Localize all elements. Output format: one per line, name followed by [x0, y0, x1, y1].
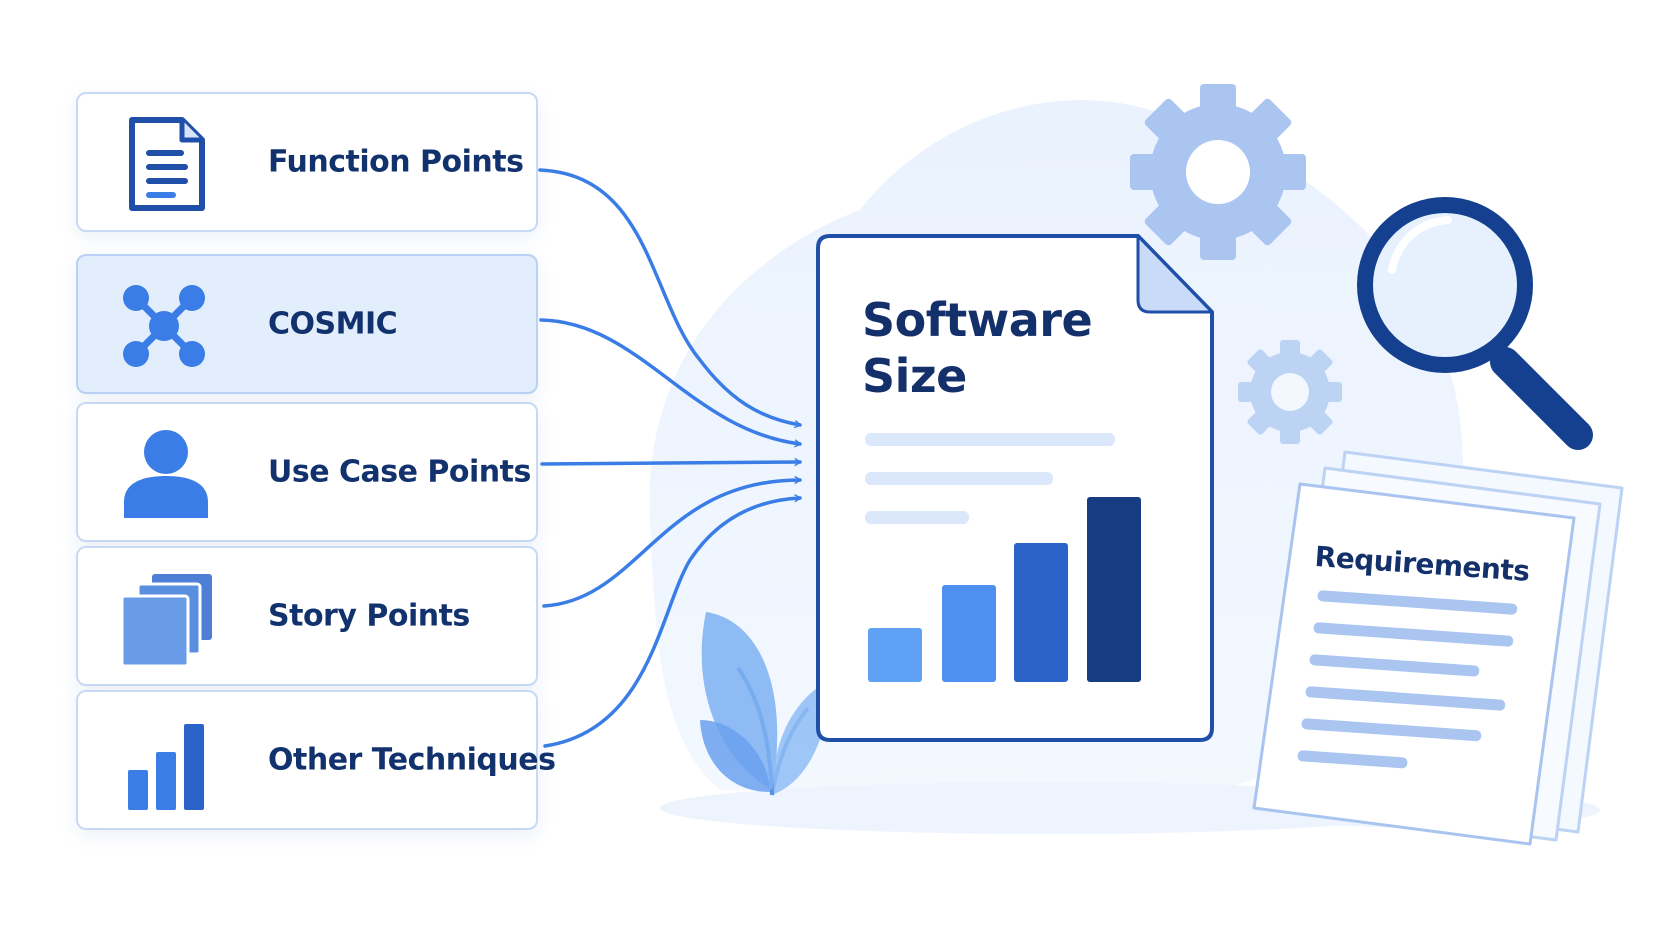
- user-icon: [112, 422, 216, 526]
- background-blob: [649, 100, 1463, 791]
- stacked-cards-icon: [112, 566, 216, 670]
- software-size-title: Software Size: [862, 292, 1093, 404]
- technique-label: COSMIC: [268, 306, 398, 342]
- technique-card-use-case-points: Use Case Points: [76, 402, 538, 542]
- technique-card-cosmic: COSMIC: [76, 254, 538, 394]
- document-icon: [112, 112, 216, 216]
- software-size-title-line2: Size: [862, 349, 967, 403]
- software-size-title-line1: Software: [862, 293, 1093, 347]
- technique-label: Function Points: [268, 144, 524, 180]
- technique-card-story-points: Story Points: [76, 546, 538, 686]
- technique-label: Story Points: [268, 598, 470, 634]
- ground-shadow: [660, 782, 1440, 834]
- network-nodes-icon: [112, 274, 216, 378]
- technique-label: Other Techniques: [268, 742, 556, 778]
- technique-card-other-techniques: Other Techniques: [76, 690, 556, 830]
- technique-label: Use Case Points: [268, 454, 531, 490]
- technique-card-function-points: Function Points: [76, 92, 538, 232]
- bar-chart-icon: [112, 710, 216, 814]
